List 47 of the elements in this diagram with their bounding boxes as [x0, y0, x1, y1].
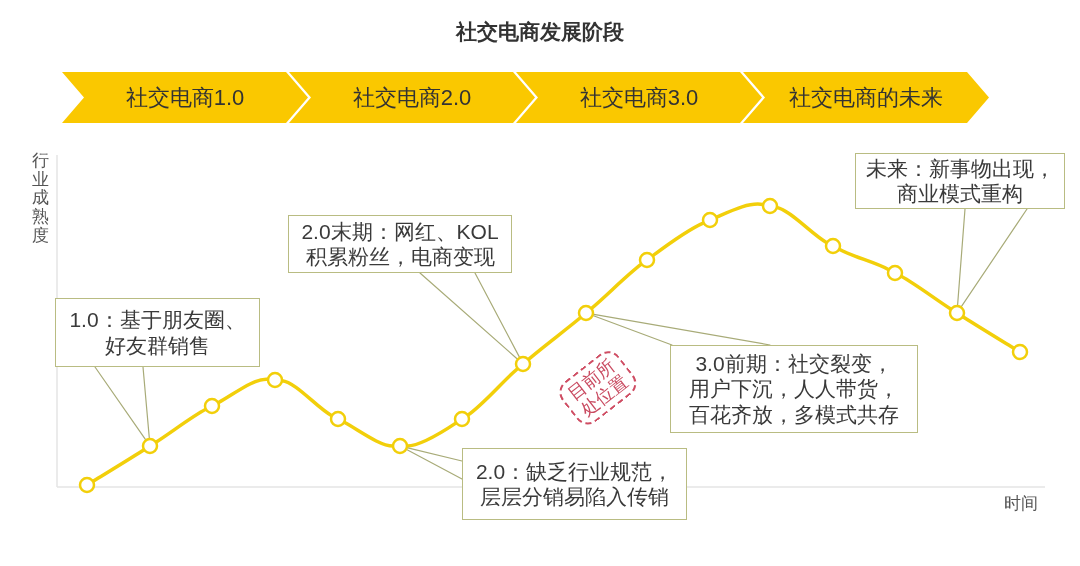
curve-line [837, 247, 891, 272]
curve-line [91, 447, 146, 484]
curve-point [391, 437, 409, 455]
curve-line [650, 221, 706, 258]
phase-band: 社交电商2.0 [289, 72, 535, 123]
callout-box: 2.0：缺乏行业规范，层层分销易陷入传销 [462, 448, 687, 520]
curve-line [216, 377, 270, 405]
curve-point [701, 211, 719, 229]
curve-line [154, 407, 208, 445]
callout-box: 1.0：基于朋友圈、好友群销售 [55, 298, 260, 367]
phase-band: 社交电商1.0 [62, 72, 308, 123]
leader-line [406, 447, 463, 480]
leader-line [94, 366, 150, 440]
axis-label: 行业成熟度 [31, 152, 49, 246]
leader-line [957, 208, 1028, 307]
curve-point [78, 476, 96, 494]
curve-point [761, 197, 779, 215]
curve-line [526, 315, 583, 362]
curve-point [141, 437, 159, 455]
curve-point [514, 355, 532, 373]
curve-point [577, 304, 595, 322]
leader-line [419, 272, 520, 360]
curve-point [329, 410, 347, 428]
curve-line [899, 274, 953, 312]
curve-point [824, 237, 842, 255]
curve-line [280, 378, 334, 418]
curve-line [775, 205, 829, 245]
curve-line [405, 421, 458, 448]
callout-box: 3.0前期：社交裂变，用户下沉，人人带货，百花齐放，多模式共存 [670, 345, 918, 433]
curve-point [638, 251, 656, 269]
curve-point [948, 304, 966, 322]
phase-band: 社交电商的未来 [743, 72, 989, 123]
curve-point [203, 397, 221, 415]
curve-line [714, 202, 765, 219]
curve-line [589, 262, 644, 311]
curve-point [1011, 343, 1029, 361]
curve-point [266, 371, 284, 389]
callout-box: 2.0末期：网红、KOL积累粉丝，电商变现 [288, 215, 512, 273]
curve-line [961, 314, 1016, 351]
callout-box: 未来：新事物出现，商业模式重构 [855, 153, 1065, 209]
curve-point [886, 264, 904, 282]
axis-label: 时间 [1004, 493, 1038, 515]
curve-line [342, 420, 395, 448]
curve-point [453, 410, 471, 428]
phase-band: 社交电商3.0 [516, 72, 762, 123]
curve-line [466, 366, 520, 417]
chart-title: 社交电商发展阶段 [456, 20, 624, 43]
